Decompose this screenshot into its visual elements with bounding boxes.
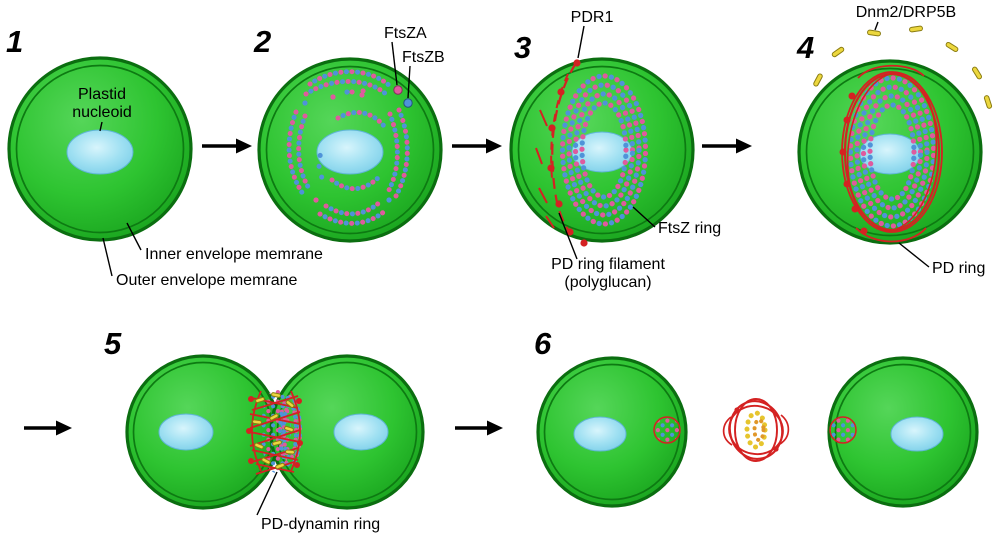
- stage-6: 6: [534, 326, 979, 508]
- plastid-nucleoid-label: Plastid: [78, 86, 126, 103]
- ftsz-filament-patches: [286, 69, 410, 226]
- stage-2: 2 FtsZA FtsZB: [253, 24, 445, 243]
- stage-5: 5: [104, 326, 425, 533]
- inner-membrane-label: Inner envelope memrane: [145, 246, 323, 263]
- dynamin-fragments: [813, 25, 993, 109]
- ftsz-ring: [847, 75, 937, 229]
- pd-ring-leader-line: [898, 242, 930, 268]
- ftszb-label: FtsZB: [402, 49, 445, 66]
- inner-envelope-membrane: [517, 65, 687, 235]
- plastid-nucleoid: [316, 129, 384, 175]
- arrow-3: [702, 138, 752, 154]
- ftsz-ring-leader-line: [632, 206, 656, 228]
- division-machinery: [246, 389, 303, 475]
- ftszb-dot: [403, 98, 413, 108]
- arrow-head: [736, 138, 752, 154]
- dynamin-dashes: [252, 392, 295, 470]
- stage-1-number: 1: [6, 24, 23, 59]
- stage-3-number: 3: [514, 30, 531, 65]
- arrow-head: [487, 420, 503, 436]
- arrow-head: [56, 420, 72, 436]
- stage-3: 3 PDR1 FtsZ ring PD ring filament (polyg…: [509, 9, 721, 291]
- plastid-nucleoid-right: [333, 413, 389, 451]
- pd-ring-label: PD ring: [932, 260, 985, 277]
- pd-ring-filament-label-2: (polyglucan): [564, 274, 651, 291]
- pd-ring-filaments: [535, 59, 588, 247]
- plastid-nucleoid-left: [573, 416, 627, 452]
- ftsza-label: FtsZA: [384, 25, 427, 42]
- arrow-4: [24, 420, 72, 436]
- nucleoid-leader-line: [99, 121, 103, 132]
- pd-dynamin-leader-line: [256, 471, 278, 516]
- pd-ring: [839, 64, 943, 243]
- pd-dynamin-label: PD-dynamin ring: [261, 516, 380, 533]
- arrow-head: [486, 138, 502, 154]
- arrow-2: [452, 138, 502, 154]
- outer-membrane-label: Outer envelope memrane: [116, 272, 298, 289]
- ftsz-ring: [559, 73, 649, 227]
- arrow-head: [236, 138, 252, 154]
- released-pd-dynamin-ring: [722, 398, 790, 462]
- dnm2-label: Dnm2/DRP5B: [856, 4, 956, 21]
- inner-envelope-membrane: [15, 64, 185, 234]
- ftsza-leader-line: [391, 41, 398, 86]
- dnm2-leader-line: [874, 21, 879, 31]
- stage-2-number: 2: [253, 24, 271, 59]
- stage-4-number: 4: [796, 30, 814, 65]
- arrow-5: [455, 420, 503, 436]
- ftsz-remnant-disc-left: [653, 416, 681, 444]
- plastid-nucleoid-label-2: nucleoid: [72, 104, 132, 121]
- inner-envelope-membrane: [805, 67, 975, 237]
- pd-ring-filament-label: PD ring filament: [551, 256, 665, 273]
- inner-membrane-leader-line: [126, 222, 142, 251]
- stage-4: 4 Dnm2/DRP5B: [796, 4, 993, 277]
- plastid-nucleoid-right: [890, 416, 944, 452]
- stage-5-number: 5: [104, 326, 122, 361]
- ftsz-ring-label: FtsZ ring: [658, 220, 721, 237]
- stage-1: 1 Plastid nucleoid Inner envelope memran…: [6, 24, 323, 289]
- pd-ring-filament-leader-line: [558, 212, 578, 260]
- outer-membrane-leader-line: [102, 237, 113, 277]
- stage-6-number: 6: [534, 326, 552, 361]
- ftsz-remnant-disc-right: [829, 416, 857, 444]
- plastid-nucleoid-left: [158, 413, 214, 451]
- ftsza-dot: [393, 85, 403, 95]
- arrow-1: [202, 138, 252, 154]
- inner-envelope-membrane: [265, 65, 435, 235]
- pdr1-leader-line: [577, 25, 585, 59]
- pdr1-label: PDR1: [571, 9, 614, 26]
- ftszb-leader-line: [407, 65, 411, 99]
- plastid-nucleoid: [66, 129, 134, 175]
